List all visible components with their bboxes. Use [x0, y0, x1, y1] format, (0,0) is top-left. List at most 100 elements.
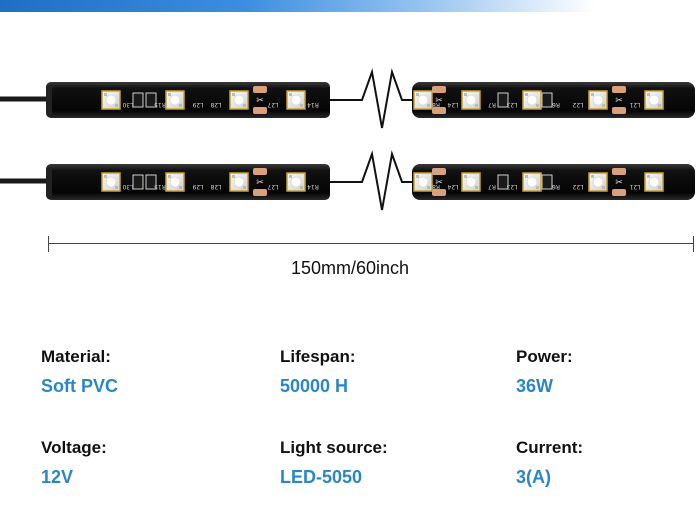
led-pad [300, 186, 303, 189]
led-pad [647, 175, 650, 178]
resistor [132, 174, 144, 190]
led-pad [179, 186, 182, 189]
led-lens [648, 176, 660, 188]
led-pad [536, 186, 539, 189]
break-zigzag [330, 150, 416, 211]
scissors-icon: ✂ [615, 96, 623, 106]
strip-label: L24 [447, 101, 458, 108]
led-pad [525, 93, 528, 96]
spec-label: Light source: [280, 438, 388, 457]
led-lens [233, 94, 245, 106]
strip-label: R7 [488, 183, 496, 190]
led-pad [243, 186, 246, 189]
led-lens [105, 94, 117, 106]
led-pad [658, 186, 661, 189]
led-lens [290, 176, 302, 188]
led-lens [592, 176, 604, 188]
led-pad [475, 104, 478, 107]
strip-label: L30 [122, 101, 133, 108]
strip-label: L28 [210, 101, 221, 108]
end-cap [46, 167, 52, 197]
copper-pad [253, 189, 267, 196]
spec-label: Current: [516, 438, 584, 457]
end-cap [46, 85, 52, 115]
measure-tick-start [48, 236, 49, 252]
strip-label: L24 [447, 183, 458, 190]
spec-label: Voltage: [41, 438, 107, 457]
strip-label: L29 [192, 183, 203, 190]
led-lens [105, 176, 117, 188]
led-pad [115, 186, 118, 189]
strip-label: L27 [267, 101, 278, 108]
led-lens [465, 176, 477, 188]
spec-value: Soft PVC [41, 376, 119, 396]
resistor [497, 92, 509, 108]
strip-label: R6 [552, 183, 560, 190]
scissors-icon: ✂ [256, 178, 264, 188]
copper-pad [612, 168, 626, 175]
led-pad [658, 104, 661, 107]
copper-pad [432, 107, 446, 114]
led-lens [648, 94, 660, 106]
led-pad [464, 175, 467, 178]
led-lens [290, 94, 302, 106]
strip-label: R14 [307, 101, 319, 108]
strip-label: R8 [432, 101, 440, 108]
led-pad [243, 104, 246, 107]
strip-label: L29 [192, 101, 203, 108]
copper-pad [612, 86, 626, 93]
top-accent-bar [0, 0, 700, 12]
measure-tick-end [693, 236, 694, 252]
length-measure [48, 236, 694, 252]
led-pad [536, 104, 539, 107]
copper-pad [612, 107, 626, 114]
spec-voltage: Voltage: 12V [41, 438, 107, 488]
led-lens [417, 176, 429, 188]
resistor [497, 174, 509, 190]
led-pad [115, 104, 118, 107]
spec-value: 12V [41, 467, 74, 487]
scissors-icon: ✂ [256, 96, 264, 106]
spec-label: Power: [516, 347, 573, 366]
led-pad [416, 175, 419, 178]
led-pad [602, 186, 605, 189]
strip-label: L27 [267, 183, 278, 190]
led-pad [168, 175, 171, 178]
spec-power: Power: 36W [516, 347, 573, 397]
measure-line [48, 243, 694, 244]
spec-value: LED-5050 [280, 467, 363, 487]
led-pad [525, 175, 528, 178]
led-lens [592, 94, 604, 106]
led-pad [427, 186, 430, 189]
strip-label: R15 [154, 183, 166, 190]
led-pad [602, 104, 605, 107]
spec-current: Current: 3(A) [516, 438, 583, 488]
spec-lifespan: Lifespan: 50000 H [280, 347, 356, 397]
led-pad [647, 93, 650, 96]
spec-label: Material: [41, 347, 111, 366]
led-pad [104, 175, 107, 178]
scissors-icon: ✂ [435, 178, 443, 188]
spec-label: Lifespan: [280, 347, 356, 366]
spec-material: Material: Soft PVC [41, 347, 118, 397]
copper-pad [432, 168, 446, 175]
strip-label: L23 [506, 183, 517, 190]
copper-pad [253, 168, 267, 175]
strip-label: L21 [629, 101, 640, 108]
length-label: 150mm/60inch [290, 258, 410, 278]
strip-label: R6 [552, 101, 560, 108]
led-lens [169, 94, 181, 106]
resistor [541, 174, 553, 190]
led-pad [464, 93, 467, 96]
copper-pad [432, 189, 446, 196]
scissors-icon: ✂ [435, 96, 443, 106]
resistor [145, 92, 157, 108]
scissors-icon: ✂ [615, 178, 623, 188]
strip-label: R7 [488, 101, 496, 108]
strip-label: R15 [154, 101, 166, 108]
spec-value: 3(A) [516, 467, 551, 487]
break-zigzag [330, 68, 416, 129]
resistor [132, 92, 144, 108]
strip-label: L23 [506, 101, 517, 108]
